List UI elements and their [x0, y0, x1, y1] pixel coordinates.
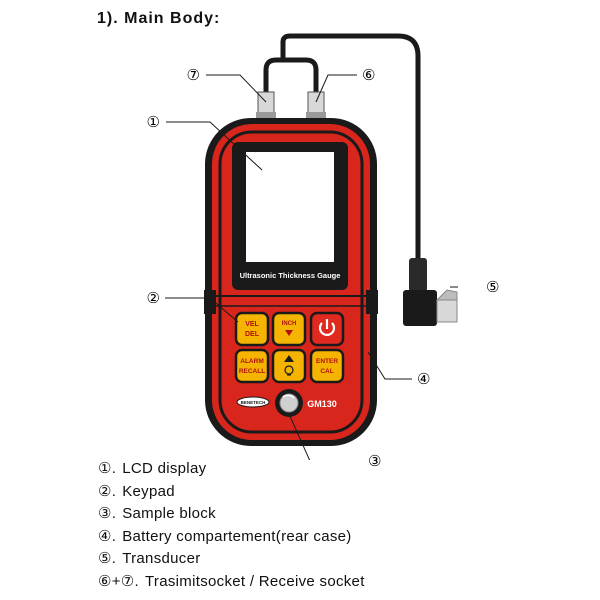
legend-text: LCD display — [122, 460, 207, 477]
callout-2: ② — [147, 289, 160, 307]
legend-number: ⑤. — [98, 550, 117, 567]
legend-number: ⑥+⑦. — [98, 572, 140, 590]
callout-4: ④ — [417, 370, 430, 388]
brand-logo-text: BENETECH — [241, 400, 266, 405]
key-enter-label: ENTER — [316, 358, 338, 365]
key-del-label: DEL — [245, 331, 260, 338]
legend-text: Trasimitsocket / Receive socket — [145, 572, 365, 590]
transmit-receive-plugs — [256, 91, 326, 120]
model-label: GM130 — [307, 399, 337, 409]
legend-item: ⑤. Transducer — [98, 548, 365, 571]
legend-number: ③. — [98, 505, 117, 522]
key-inch-label: INCH — [282, 321, 297, 327]
legend-list: ①. LCD display ②. Keypad ③. Sample block ④.… — [98, 458, 365, 593]
callout-6: ⑥ — [362, 66, 375, 84]
key-alarm-label: ALARM — [240, 358, 263, 365]
callout-lines — [165, 74, 458, 460]
power-icon — [318, 319, 336, 336]
lcd-bezel: Ultrasonic Thickness Gauge — [232, 142, 348, 290]
legend-item: ①. LCD display — [98, 458, 365, 481]
legend-text: Battery compartement(rear case) — [122, 527, 352, 545]
legend-number: ①. — [98, 460, 117, 477]
legend-item: ②. Keypad — [98, 481, 365, 504]
key-recall-label: RECALL — [239, 368, 265, 375]
legend-text: Transducer — [122, 550, 201, 567]
key-vel-label: VEL — [245, 321, 259, 328]
key-inch — [271, 311, 307, 347]
device-diagram: Ultrasonic Thickness Gauge VEL DEL INCH … — [147, 33, 499, 460]
transducer-cable — [280, 33, 421, 262]
chevron-down-icon — [285, 330, 293, 336]
legend-number: ②. — [98, 482, 117, 500]
chevron-up-icon — [284, 355, 294, 362]
transducer-probe — [403, 289, 458, 326]
screen-caption: Ultrasonic Thickness Gauge — [240, 271, 341, 280]
page-heading: 1). Main Body: — [97, 10, 221, 27]
key-vel-del — [234, 311, 270, 347]
callout-5: ⑤ — [486, 278, 499, 296]
lightbulb-icon — [284, 365, 294, 376]
legend-item: ④. Battery compartement(rear case) — [98, 526, 365, 549]
key-alarm-recall — [234, 348, 270, 384]
key-cal-label: CAL — [320, 368, 333, 375]
legend-text: Keypad — [122, 482, 175, 500]
legend-number: ④. — [98, 527, 117, 545]
keypad: VEL DEL INCH ALARM RECALL ENTER CAL — [234, 311, 345, 384]
callout-1: ① — [147, 113, 160, 131]
key-enter-cal — [309, 348, 345, 384]
legend-item: ③. Sample block — [98, 503, 365, 526]
legend-item: ⑥+⑦. Trasimitsocket / Receive socket — [98, 571, 365, 594]
brand-logo: BENETECH — [236, 396, 270, 408]
cable-strain-relief — [409, 258, 427, 292]
legend-text: Sample block — [122, 505, 216, 522]
cable-branch — [263, 57, 319, 95]
lcd-display — [246, 152, 334, 262]
callout-7: ⑦ — [187, 66, 200, 84]
